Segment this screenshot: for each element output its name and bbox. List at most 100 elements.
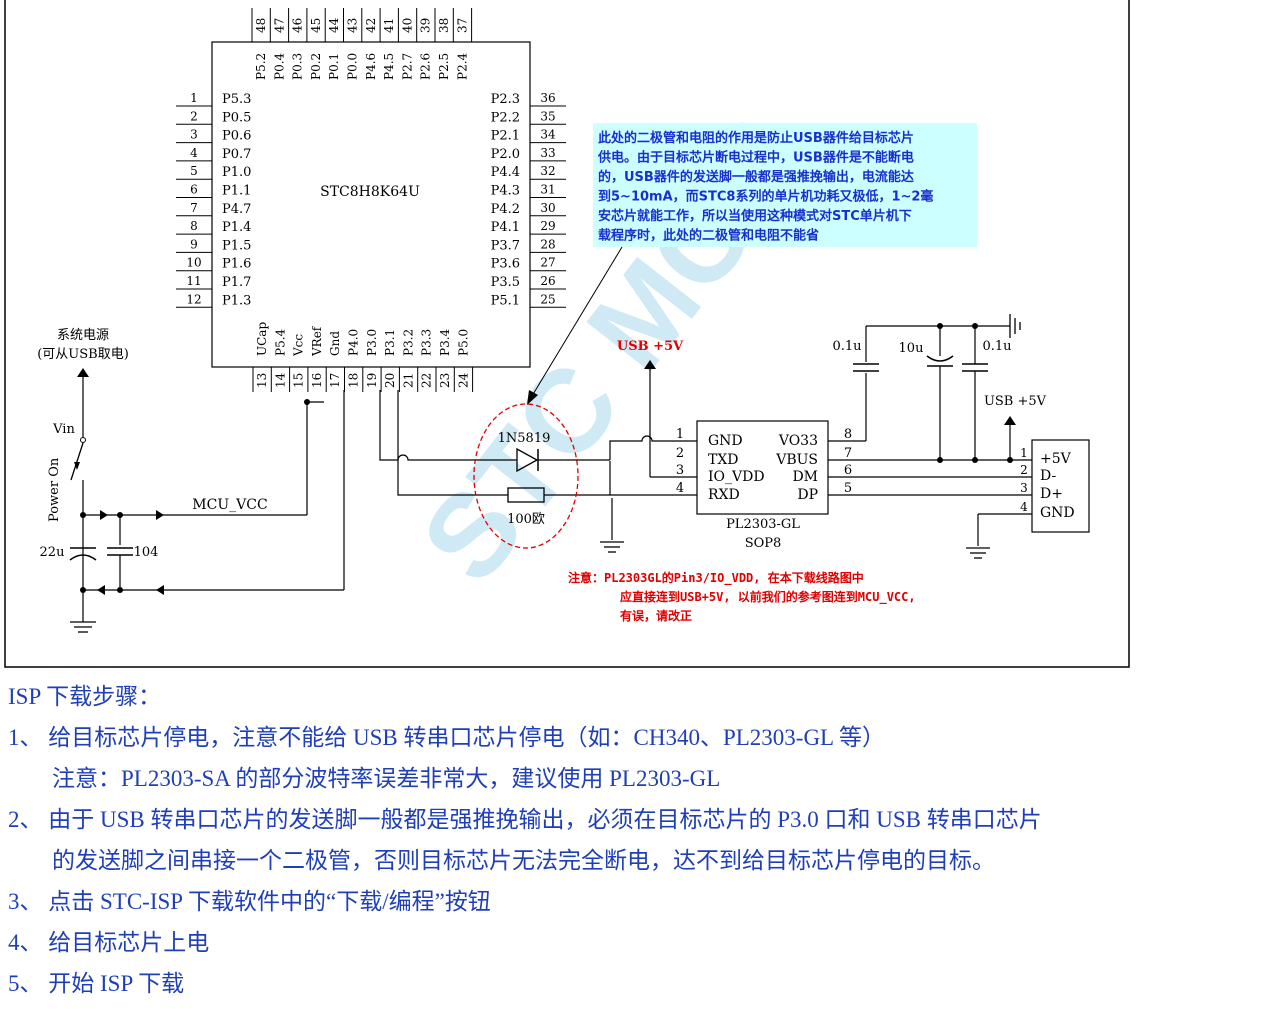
pl2303-pin-num-3: 3	[676, 463, 684, 478]
mcu-pin-name-P2.4: P2.4	[455, 52, 469, 80]
mcu-pin-name-P0.5: P0.5	[222, 110, 251, 125]
pl2303-pin-num-5: 5	[844, 481, 852, 496]
diagram-frame	[4, 0, 1130, 668]
mcu-pin-name-P1.1: P1.1	[222, 184, 251, 199]
mcu-pin-name-P0.0: P0.0	[346, 53, 360, 80]
mcu-pin-num-21: 21	[401, 373, 415, 388]
mcu-pin-num-6: 6	[190, 183, 198, 197]
mcu-pin-name-P5.0: P5.0	[456, 329, 470, 356]
usb-pin-num-3: 3	[1020, 481, 1028, 495]
mcu-pin-num-9: 9	[190, 237, 198, 251]
usb-pin-name-+5V: +5V	[1040, 451, 1072, 467]
mcu-pin-name-P2.6: P2.6	[419, 53, 433, 80]
mcu-pin-name-P0.7: P0.7	[222, 147, 251, 162]
pl2303-pin-num-2: 2	[676, 446, 684, 461]
isp-steps: ISP 下载步骤： 1、 给目标芯片停电，注意不能给 USB 转串口芯片停电（如…	[8, 676, 1258, 1004]
usb-pin-name-D+: D+	[1040, 486, 1063, 502]
note-arrow	[531, 246, 623, 397]
mcu-pin-num-27: 27	[540, 256, 555, 270]
cap-10u-label: 10u	[899, 341, 924, 356]
step-4: 4、 给目标芯片上电	[8, 930, 210, 955]
note-red-line-2: 应直接连到USB+5V, 以前我们的参考图连到MCU_VCC,	[620, 589, 916, 605]
mcu-pin-name-P4.7: P4.7	[222, 202, 251, 217]
vin-label: Vin	[52, 422, 75, 437]
mcu-pin-name-P3.5: P3.5	[491, 275, 520, 290]
mcu-pin-num-19: 19	[365, 373, 379, 388]
mcu-pin-num-32: 32	[540, 164, 555, 178]
mcu-pin-name-P3.3: P3.3	[420, 329, 434, 356]
note-red-line-1: 注意：PL2303GL的Pin3/IO_VDD, 在本下载线路图中	[568, 570, 864, 586]
note-blue-box	[593, 123, 977, 247]
note-blue-line-5: 安芯片就能工作，所以当使用这种模式对STC单片机下	[598, 208, 912, 224]
mcu-pin-num-29: 29	[540, 219, 555, 233]
mcu-pin-name-P4.5: P4.5	[382, 53, 396, 80]
usb-connector-body	[1031, 439, 1090, 533]
mcu-pin-num-11: 11	[186, 274, 201, 288]
mcu-pin-num-28: 28	[540, 237, 555, 251]
mcu-pin-name-P2.5: P2.5	[437, 53, 451, 80]
power-arrow-up	[77, 368, 89, 377]
mcu-pin-name-P4.1: P4.1	[491, 220, 520, 235]
mcu-pin-num-10: 10	[186, 256, 201, 270]
note-arrowhead	[527, 390, 538, 405]
pl2303-pin-num-4: 4	[676, 481, 684, 496]
resistor-label: 100欧	[507, 512, 545, 527]
pl2303-pin-name-TXD: TXD	[708, 452, 739, 468]
mcu-pin-num-4: 4	[190, 146, 198, 160]
mcu-pin-name-P0.1: P0.1	[327, 53, 341, 80]
mcu-pin-name-P4.0: P4.0	[347, 329, 361, 356]
mcu-pin-name-Vcc: Vcc	[292, 334, 306, 357]
mcu-pin-num-14: 14	[273, 372, 287, 388]
mcu-pin-name-P3.2: P3.2	[401, 329, 415, 356]
mcu-vcc-label: MCU_VCC	[192, 497, 267, 513]
mcu-pin-name-P4.2: P4.2	[491, 202, 520, 217]
usb-pin-name-GND: GND	[1040, 505, 1075, 521]
mcu-pin-name-P5.3: P5.3	[222, 92, 251, 107]
pl2303-body	[696, 420, 829, 515]
cap-104-label: 104	[134, 545, 159, 560]
mcu-pin-name-P1.0: P1.0	[222, 165, 251, 180]
pl2303-name: PL2303-GL	[726, 517, 800, 532]
mcu-pin-num-5: 5	[190, 164, 198, 178]
diode-highlight	[473, 403, 579, 549]
mcu-pin-num-16: 16	[310, 373, 324, 388]
mcu-pin-num-44: 44	[327, 17, 341, 33]
mcu-pin-name-P3.1: P3.1	[383, 329, 397, 356]
schematic-diagram: STC MCU STC8H8K64U 48P5.247P0.446P0.345P…	[4, 0, 1130, 668]
mcu-pins: 48P5.247P0.446P0.345P0.244P0.143P0.042P4…	[176, 8, 566, 392]
mcu-pin-num-42: 42	[364, 18, 378, 33]
mcu-pin-name-P1.4: P1.4	[222, 220, 251, 235]
note-blue-line-6: 载程序时，此处的二极管和电阻不能省	[598, 228, 819, 244]
mcu-pin-num-20: 20	[383, 373, 397, 388]
mcu-pin-num-38: 38	[437, 18, 451, 33]
step-1: 1、 给目标芯片停电，注意不能给 USB 转串口芯片停电（如：CH340、PL2…	[8, 725, 885, 750]
mcu-pin-num-31: 31	[540, 183, 555, 197]
mcu-pin-num-41: 41	[382, 18, 396, 33]
pl2303-pin-num-8: 8	[844, 427, 852, 442]
mcu-pin-name-P0.6: P0.6	[222, 129, 251, 144]
mcu-pin-num-26: 26	[540, 274, 555, 288]
step-5: 5、 开始 ISP 下载	[8, 971, 185, 996]
mcu-pin-num-24: 24	[456, 372, 470, 388]
pl2303-pin-name-VO33: VO33	[778, 433, 818, 449]
diode-symbol	[516, 447, 539, 473]
mcu-pin-name-P2.1: P2.1	[491, 129, 520, 144]
pl2303-pin-name-RXD: RXD	[708, 487, 740, 503]
note-blue: 此处的二极管和电阻的作用是防止USB器件给目标芯片供电。由于目标芯片断电过程中，…	[597, 130, 933, 244]
mcu-pin-name-P2.0: P2.0	[491, 147, 520, 162]
note-blue-line-1: 此处的二极管和电阻的作用是防止USB器件给目标芯片	[598, 130, 914, 146]
pl2303-pin-name-IO_VDD: IO_VDD	[708, 469, 765, 485]
pl2303-pin-name-DM: DM	[792, 469, 818, 485]
mcu-pin-name-P3.4: P3.4	[438, 328, 452, 356]
mcu-pin-name-P1.3: P1.3	[222, 293, 251, 308]
usb-pin-num-2: 2	[1020, 463, 1028, 477]
mcu-pin-name-P2.2: P2.2	[491, 110, 520, 125]
mcu-pin-name-UCap: UCap	[255, 322, 269, 356]
pl2303-pin-num-6: 6	[844, 463, 852, 478]
mcu-pin-num-22: 22	[420, 373, 434, 388]
pl2303-pin-num-1: 1	[676, 427, 684, 442]
pl2303-pin-name-DP: DP	[797, 487, 818, 503]
pl2303-pin-name-VBUS: VBUS	[775, 452, 818, 468]
mcu-chip-name: STC8H8K64U	[320, 184, 420, 200]
mcu-pin-num-13: 13	[255, 373, 269, 388]
